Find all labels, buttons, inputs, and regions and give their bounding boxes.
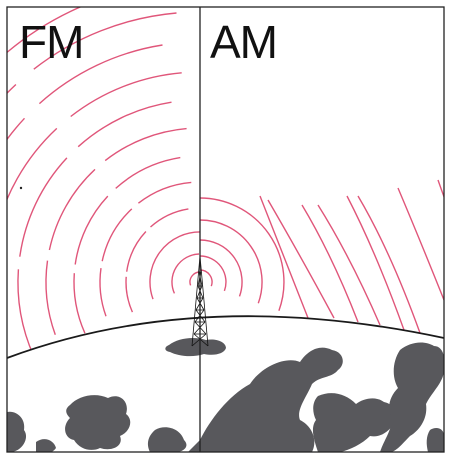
am-ground-wave-ring	[200, 239, 243, 297]
earth-surface	[6, 315, 445, 452]
land-mass	[276, 412, 293, 427]
fm-wave-arc	[126, 231, 147, 272]
land-mass	[200, 347, 343, 452]
earth-horizon	[6, 315, 445, 359]
fm-wave-arc	[0, 253, 3, 354]
diagram-frame	[6, 6, 445, 453]
land-mass	[36, 439, 56, 452]
fm-wave-arc	[104, 127, 187, 162]
land-mass	[188, 440, 200, 452]
fm-wave-arc	[38, 44, 163, 105]
speck-dot	[19, 186, 23, 190]
fm-wave-arc	[101, 208, 133, 262]
am-ground-wave-ring	[200, 197, 285, 311]
fm-wave-arc	[7, 83, 17, 95]
fm-wave-arc	[115, 156, 181, 189]
am-sky-wave	[346, 195, 405, 331]
am-label: AM	[210, 16, 278, 68]
fm-wave-arcs	[0, 7, 200, 357]
land-masses	[7, 342, 444, 452]
fm-wave-arc	[7, 127, 58, 202]
fm-wave-arc	[17, 269, 35, 357]
fm-wave-arc	[70, 72, 182, 118]
fm-wave-arc	[125, 276, 134, 313]
fm-wave-arc	[77, 101, 172, 148]
fm-wave-arc	[33, 12, 177, 70]
fm-wave-arc	[149, 231, 200, 300]
land-mass	[65, 395, 131, 450]
am-sky-wave-curves	[259, 179, 444, 334]
fm-label: FM	[19, 16, 84, 68]
am-ground-wave-ring	[200, 255, 227, 292]
fm-wave-arc	[73, 273, 86, 334]
fm-wave-arc	[19, 157, 68, 257]
am-sky-wave	[301, 204, 359, 323]
am-sky-wave	[437, 179, 444, 199]
fm-wave-arc	[74, 195, 109, 265]
fm-wave-arc	[7, 7, 83, 54]
land-mass	[7, 411, 27, 452]
am-sky-wave	[397, 187, 444, 301]
am-sky-wave	[357, 195, 421, 334]
fm-wave-arc	[45, 260, 56, 335]
fm-wave-arc	[137, 181, 192, 204]
land-mass	[380, 342, 444, 452]
am-sky-wave	[259, 195, 309, 319]
fm-wave-arc	[171, 253, 200, 294]
fm-wave-arc	[48, 168, 96, 251]
land-mass	[426, 428, 444, 452]
fm-wave-arc	[7, 117, 26, 141]
land-mass	[147, 427, 187, 452]
am-sky-wave	[267, 199, 335, 319]
am-sky-wave	[317, 204, 381, 326]
am-ground-wave-rings	[200, 197, 285, 311]
am-ground-wave-ring	[200, 269, 213, 287]
fm-wave-arc	[150, 208, 189, 228]
am-ground-wave-ring	[200, 219, 263, 304]
radio-tower-icon	[165, 255, 226, 357]
fm-wave-arc	[99, 268, 107, 317]
land-mass	[312, 393, 397, 452]
